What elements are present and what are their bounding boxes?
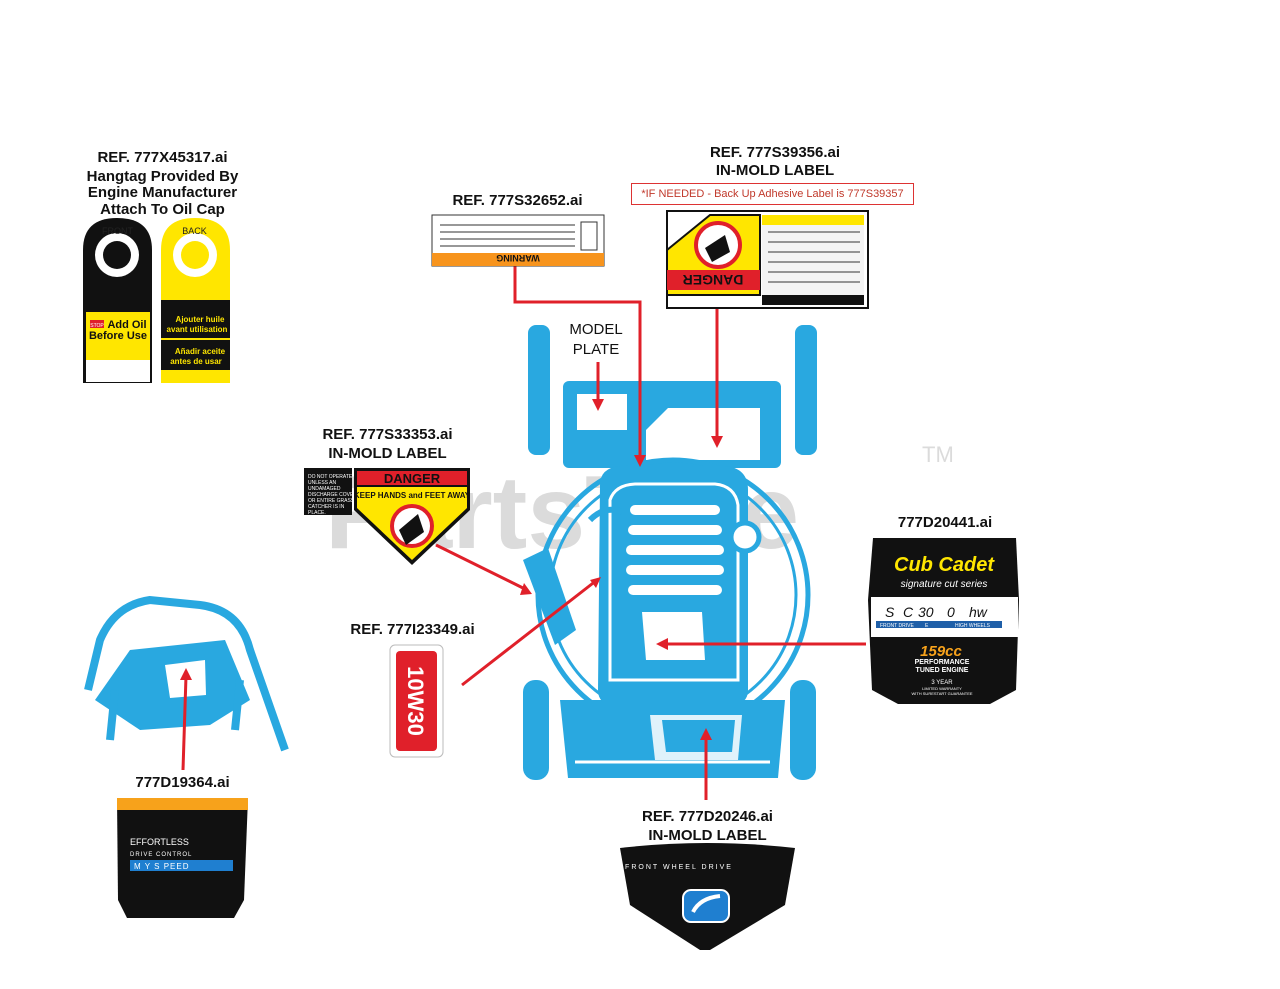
myspeed-brand: M Y S PEED bbox=[134, 862, 190, 871]
myspeed-line2: DRIVE CONTROL bbox=[130, 852, 192, 858]
danger-label-danger: DANGER bbox=[384, 471, 441, 486]
hangtag-back-text4: antes de usar bbox=[170, 357, 222, 366]
warning-label-ref: REF. 777S32652.ai bbox=[452, 192, 583, 209]
hangtag-back-text1: Ajouter huile bbox=[176, 315, 225, 324]
inmold-top-note: *IF NEEDED - Back Up Adhesive Label is 7… bbox=[631, 183, 914, 205]
cubcadet-warranty2: LIMITED WARRANTY bbox=[922, 686, 962, 691]
inmold-top-danger: DANGER bbox=[683, 272, 744, 288]
danger-side-4: DISCHARGE COVER bbox=[308, 492, 357, 498]
model-plate-line2: PLATE bbox=[573, 341, 619, 358]
hangtag-line2: Hangtag Provided By bbox=[86, 168, 239, 185]
cubcadet-cc: 159cc bbox=[920, 643, 962, 660]
arrow-oil-label bbox=[461, 578, 598, 687]
fwd-label: FRONT WHEEL DRIVE bbox=[620, 843, 795, 950]
handle-left-post bbox=[528, 325, 550, 455]
fwd-text: FRONT WHEEL DRIVE bbox=[625, 864, 733, 871]
hangtag-line4: Attach To Oil Cap bbox=[100, 201, 225, 218]
oil-label-ref: REF. 777I23349.ai bbox=[350, 621, 475, 638]
hangtag-front-text2: Before Use bbox=[89, 330, 147, 342]
arrow-danger-label bbox=[435, 543, 528, 592]
mower-illustration bbox=[523, 325, 817, 780]
myspeed-line1: EFFORTLESS bbox=[130, 837, 189, 847]
hangtag-ref: REF. 777X45317.ai bbox=[97, 149, 228, 166]
cubcadet-model-0: 0 bbox=[947, 604, 955, 620]
cubcadet-ref: 777D20441.ai bbox=[897, 514, 993, 531]
wheel-right bbox=[790, 680, 816, 780]
callout-arrows bbox=[180, 266, 866, 800]
cubcadet-perf2: TUNED ENGINE bbox=[916, 667, 969, 674]
hangtag-line3: Engine Manufacturer bbox=[87, 184, 238, 201]
myspeed-label: EFFORTLESS DRIVE CONTROL M Y S PEED bbox=[117, 798, 248, 918]
wheel-left bbox=[523, 680, 549, 780]
cubcadet-strip-mid: E bbox=[925, 623, 929, 629]
danger-side-7: PLACE. bbox=[308, 510, 326, 516]
fwd-sub: IN-MOLD LABEL bbox=[648, 827, 767, 844]
cubcadet-brand: Cub Cadet bbox=[894, 554, 995, 576]
oil-label-text: 10W30 bbox=[403, 666, 428, 736]
inmold-danger-label-top: DANGER bbox=[666, 210, 869, 309]
cubcadet-warranty3: WITH SURESTART GUARANTEE bbox=[911, 691, 972, 696]
cubcadet-strip-right: HIGH WHEELS bbox=[955, 623, 991, 629]
hangtag-back-text2: avant utilisation bbox=[167, 325, 228, 334]
cubcadet-model-30: 30 bbox=[918, 604, 934, 620]
danger-label-keep: KEEP HANDS and FEET AWAY bbox=[354, 491, 471, 500]
cubcadet-strip-left: FRONT DRIVE bbox=[880, 623, 914, 629]
cubcadet-model-hw: hw bbox=[969, 604, 988, 620]
arrow-warning-label bbox=[513, 266, 642, 460]
handle-detail-illustration bbox=[84, 595, 289, 752]
arrow-myspeed bbox=[181, 675, 188, 771]
warning-label: WARNING bbox=[431, 214, 605, 267]
oil-label: 10W30 bbox=[389, 644, 444, 758]
hangtag-front-label: FRONT bbox=[102, 226, 133, 236]
hangtag-stop-front: STOP bbox=[90, 323, 104, 329]
danger-label-ref: REF. 777S33353.ai bbox=[322, 426, 453, 443]
bag-label-area bbox=[646, 408, 760, 460]
watermark-tm: TM bbox=[922, 442, 954, 467]
danger-side-6: CATCHER IS IN bbox=[308, 504, 345, 510]
cubcadet-model-s: S bbox=[885, 604, 895, 620]
danger-side-3: UNDAMAGED bbox=[308, 486, 341, 492]
danger-side-5: OR ENTIRE GRASS bbox=[308, 498, 355, 504]
hangtag-front: STOP Add Oil Before Use bbox=[83, 218, 152, 383]
handle-right-post bbox=[795, 325, 817, 455]
hangtag-front-text1: Add Oil bbox=[107, 319, 146, 331]
cubcadet-perf1: PERFORMANCE bbox=[915, 659, 970, 666]
danger-side-1: DO NOT OPERATE bbox=[308, 474, 353, 480]
cubcadet-model-c: C bbox=[903, 604, 914, 620]
cubcadet-warranty1: 3 YEAR bbox=[931, 680, 953, 686]
fwd-ref: REF. 777D20246.ai bbox=[642, 808, 773, 825]
hangtag-back-text3: Añadir aceite bbox=[175, 347, 226, 356]
myspeed-ref: 777D19364.ai bbox=[135, 774, 230, 791]
hangtag-back: Ajouter huile avant utilisation Añadir a… bbox=[161, 218, 230, 383]
inmold-top-ref: REF. 777S39356.ai bbox=[709, 144, 841, 161]
discharge-chute bbox=[523, 548, 576, 645]
oil-cap-area bbox=[642, 612, 705, 660]
danger-label-left: DO NOT OPERATE UNLESS AN UNDAMAGED DISCH… bbox=[304, 468, 471, 565]
inmold-top-sub: IN-MOLD LABEL bbox=[715, 162, 835, 179]
model-plate-line1: MODEL bbox=[569, 321, 622, 338]
cubcadet-label: Cub Cadet signature cut series S C 30 0 … bbox=[868, 538, 1019, 704]
cubcadet-series: signature cut series bbox=[901, 579, 988, 590]
danger-label-sub: IN-MOLD LABEL bbox=[328, 445, 447, 462]
warning-label-header: WARNING bbox=[496, 253, 540, 263]
hangtag-back-label: BACK bbox=[182, 226, 207, 236]
danger-side-2: UNLESS AN bbox=[308, 480, 336, 486]
